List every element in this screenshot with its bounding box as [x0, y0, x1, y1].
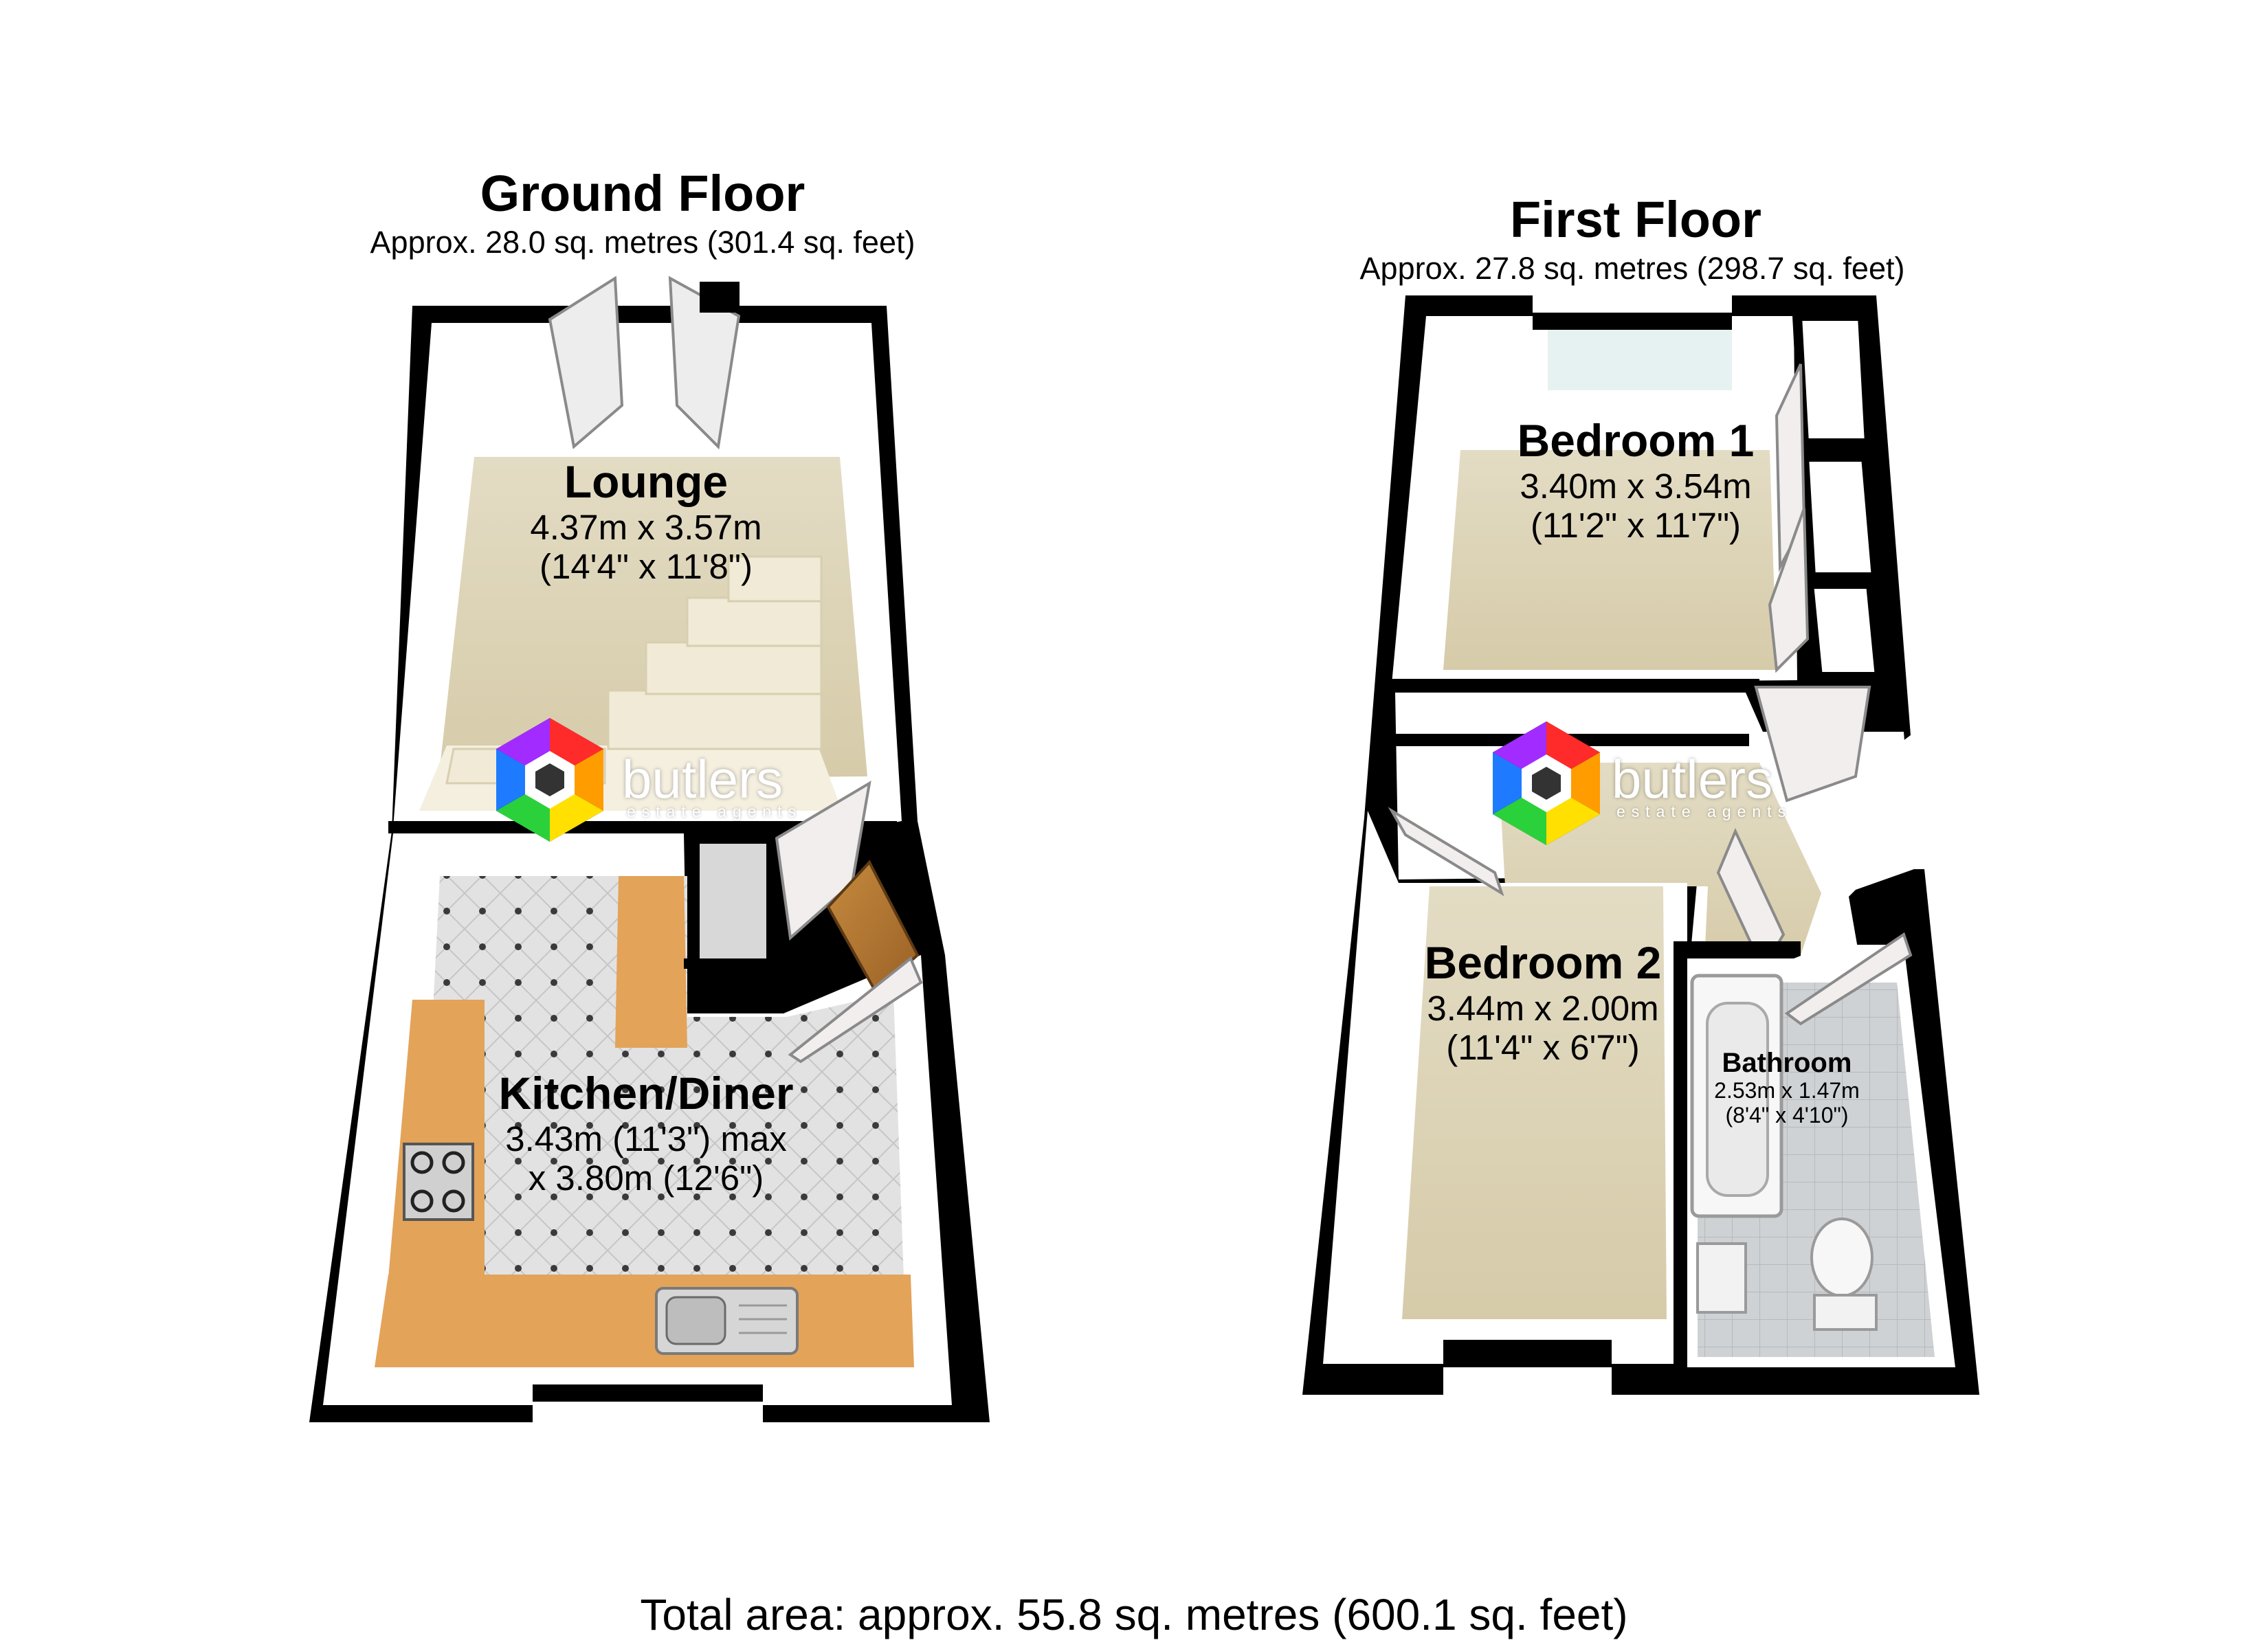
ground-floor-title: Ground Floor [480, 165, 805, 222]
brand-tagline-first: estate agents [1616, 803, 1792, 820]
first-floor-plan [1302, 295, 1979, 1395]
ground-floor-plan [309, 276, 990, 1422]
lounge-top-wall-segment [700, 282, 740, 313]
lounge-kitchen-partition [388, 821, 897, 833]
bathroom-dimensions-imperial: (8'4" x 4'10") [1725, 1102, 1849, 1128]
bedroom2-dimensions-imperial: (11'4" x 6'7") [1446, 1028, 1640, 1068]
bedroom1-dimensions-imperial: (11'2" x 11'7") [1530, 506, 1742, 546]
bathroom-bath [1690, 974, 1783, 1218]
kitchen-dimensions-length: x 3.80m (12'6") [528, 1158, 764, 1198]
bedroom1-window [1548, 330, 1732, 390]
bathroom-name: Bathroom [1722, 1048, 1852, 1078]
ground-floor-area: Approx. 28.0 sq. metres (301.4 sq. feet) [370, 225, 915, 260]
bathroom-door [1784, 932, 1913, 1026]
brand-logo-ground [496, 718, 603, 842]
bedroom2-name: Bedroom 2 [1424, 937, 1662, 988]
lounge-name: Lounge [564, 456, 729, 507]
front-entrance-door [826, 860, 920, 996]
bedroom1-door [1754, 686, 1871, 803]
total-area: Total area: approx. 55.8 sq. metres (600… [640, 1590, 1628, 1639]
bedroom1-wardrobes [1768, 311, 1885, 682]
bedroom2-label: Bedroom 2 3.44m x 2.00m (11'4" x 6'7") [1395, 937, 1691, 1068]
lounge-label: Lounge 4.37m x 3.57m (14'4" x 11'8") [481, 456, 811, 587]
lounge-dimensions-imperial: (14'4" x 11'8") [540, 547, 753, 587]
bedroom2-floor [1402, 886, 1667, 1319]
kitchen-name: Kitchen/Diner [498, 1068, 794, 1119]
lounge-dimensions-metric: 4.37m x 3.57m [530, 507, 762, 547]
bathroom-walls [1674, 941, 1801, 1381]
bedroom1-floor [1443, 450, 1777, 670]
bathroom-dimensions-metric: 2.53m x 1.47m [1714, 1077, 1860, 1103]
kitchen-island-unit [615, 876, 687, 1048]
kitchen-dimensions-width: 3.43m (11'3") max [505, 1119, 787, 1158]
understairs-cupboard-floor [700, 844, 766, 958]
kitchen-sink [655, 1287, 799, 1355]
bathroom-toilet [1810, 1218, 1878, 1331]
brand-name-ground: butlers [622, 749, 783, 809]
kitchen-side-door [788, 956, 923, 1064]
bedroom2-dimensions-metric: 3.44m x 2.00m [1427, 988, 1659, 1028]
bathroom-label: Bathroom 2.53m x 1.47m (8'4" x 4'10") [1698, 1048, 1876, 1128]
first-floor-title: First Floor [1510, 191, 1761, 248]
landing-cupboard-door [1716, 828, 1786, 972]
bedroom1-label: Bedroom 1 3.40m x 3.54m (11'2" x 11'7") [1457, 415, 1814, 546]
brand-tagline-ground: estate agents [627, 803, 803, 820]
lounge-patio-door-left [548, 276, 624, 449]
first-floor-area: Approx. 27.8 sq. metres (298.7 sq. feet) [1359, 251, 1905, 286]
brand-logo-first [1493, 721, 1600, 845]
kitchen-worktop-bottom [375, 1275, 914, 1367]
brand-name-first: butlers [1612, 749, 1773, 809]
kitchen-hob [403, 1143, 474, 1221]
bathroom-basin [1696, 1242, 1747, 1314]
kitchen-label: Kitchen/Diner 3.43m (11'3") max x 3.80m … [447, 1068, 845, 1198]
bedroom1-name: Bedroom 1 [1517, 415, 1755, 466]
bedroom2-door [1388, 807, 1504, 897]
kitchen-floor [419, 876, 904, 1278]
bedroom1-dimensions-metric: 3.40m x 3.54m [1520, 466, 1752, 506]
bedroom1-partition [1388, 679, 1759, 693]
